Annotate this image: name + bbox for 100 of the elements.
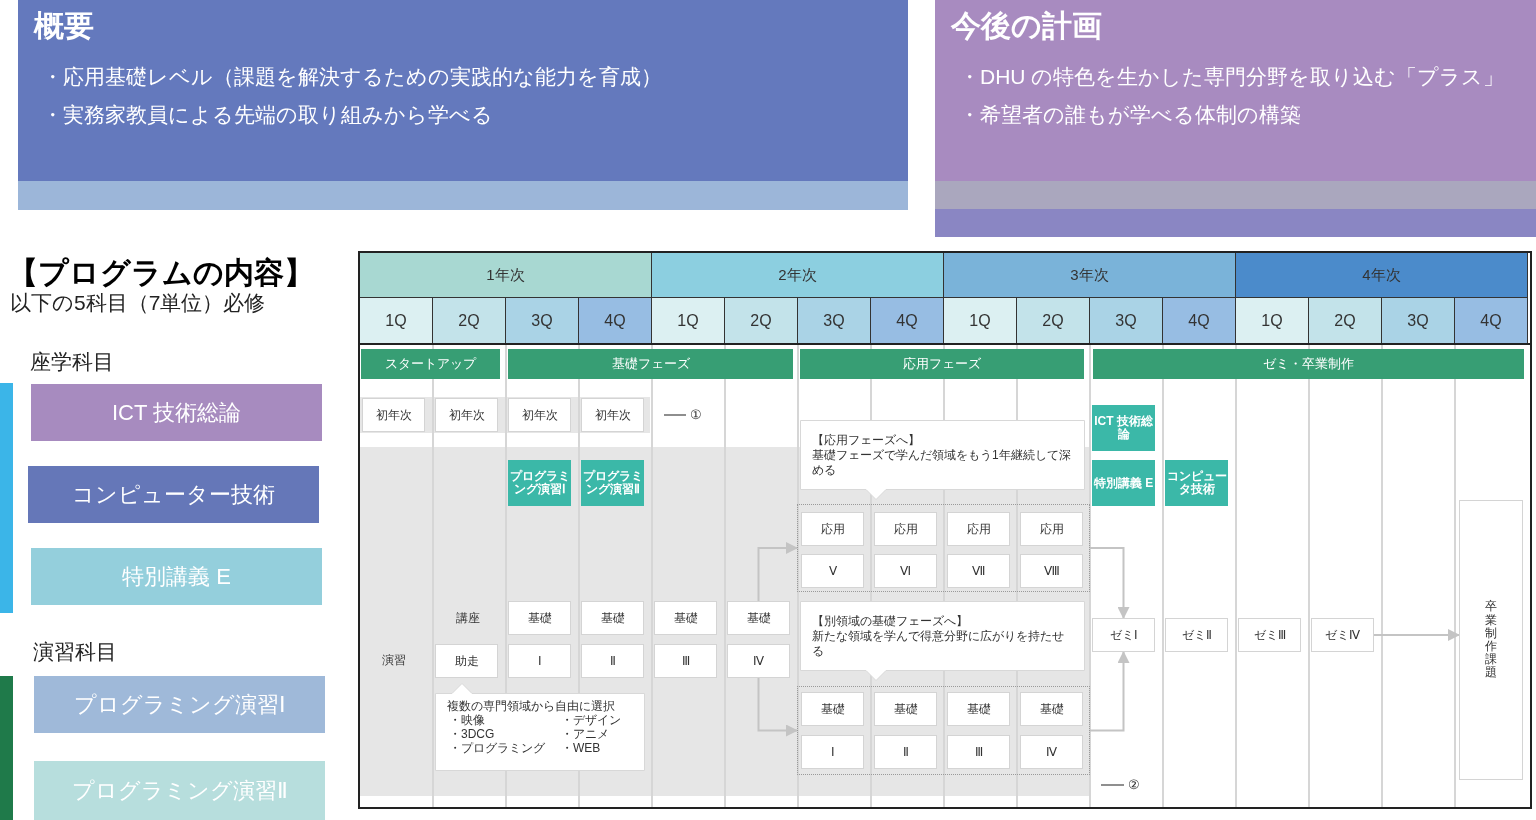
course-box bbox=[1092, 460, 1155, 506]
phase-label: スタートアップ bbox=[385, 355, 476, 374]
quarter-header-cell: 4Q bbox=[1163, 297, 1236, 343]
quarter-header-cell: 1Q bbox=[652, 297, 725, 343]
course-box bbox=[801, 554, 864, 588]
quarter-header-cell: 4Q bbox=[871, 297, 944, 343]
course-box bbox=[508, 601, 571, 635]
course-label: プログラミング演習Ⅰ bbox=[509, 470, 570, 496]
course-box bbox=[581, 398, 644, 432]
callout-text: 複数の専門領域から自由に選択 bbox=[447, 699, 616, 713]
subject-box bbox=[34, 761, 325, 820]
course-box bbox=[362, 398, 425, 432]
bullet-text: ・実務家教員による先端の取り組みから学べる bbox=[41, 102, 494, 128]
dotted-group-frame bbox=[797, 504, 1090, 592]
panel-title: 概要 bbox=[34, 8, 95, 44]
subject-box bbox=[28, 466, 319, 523]
list-item: ・3DCG bbox=[449, 727, 496, 741]
phase-bar bbox=[361, 349, 500, 379]
course-label: Ⅲ bbox=[681, 653, 690, 670]
course-box bbox=[581, 644, 644, 678]
course-box bbox=[874, 554, 937, 588]
course-box bbox=[508, 460, 571, 506]
subject-box bbox=[34, 676, 325, 733]
course-box bbox=[435, 398, 498, 432]
section-subheading: 以下の5科目（7単位）必修 bbox=[10, 290, 267, 316]
quarter-header-cell: 4Q bbox=[579, 297, 652, 343]
course-box bbox=[1311, 618, 1374, 652]
connector-arrow bbox=[1089, 651, 1130, 732]
subject-label: 特別講義 E bbox=[122, 563, 231, 591]
course-label: Ⅰ bbox=[830, 744, 835, 761]
info-panel bbox=[18, 0, 908, 210]
course-box bbox=[1092, 618, 1155, 652]
course-box bbox=[1092, 405, 1155, 451]
course-label: Ⅱ bbox=[609, 653, 616, 670]
course-label: Ⅷ bbox=[1043, 563, 1060, 580]
course-label: 応用 bbox=[966, 521, 991, 538]
course-label: Ⅰ bbox=[537, 653, 542, 670]
course-label: Ⅶ bbox=[972, 563, 985, 580]
course-label: 初年次 bbox=[375, 407, 412, 424]
course-label: 基礎 bbox=[893, 701, 918, 718]
course-box bbox=[874, 512, 937, 546]
course-label: 初年次 bbox=[594, 407, 631, 424]
course-label: Ⅵ bbox=[900, 563, 911, 580]
connector-arrow bbox=[757, 677, 798, 737]
subject-label: プログラミング演習Ⅱ bbox=[71, 777, 288, 805]
course-label: 基礎 bbox=[746, 610, 771, 627]
course-label: Ⅴ bbox=[828, 563, 837, 580]
course-label: Ⅳ bbox=[1046, 744, 1057, 761]
quarter-header-cell: 1Q bbox=[360, 297, 433, 343]
callout-text: 新たな領域を学んで得意分野に広がりを持たせる bbox=[812, 628, 1065, 659]
quarter-header-cell: 3Q bbox=[1090, 297, 1163, 343]
course-box bbox=[947, 554, 1010, 588]
course-box bbox=[801, 512, 864, 546]
subject-label: ICT 技術総論 bbox=[111, 399, 242, 427]
course-label: ゼミⅢ bbox=[1253, 627, 1286, 644]
subject-box bbox=[31, 384, 322, 441]
quarter-header-cell: 3Q bbox=[798, 297, 871, 343]
course-box bbox=[1020, 692, 1083, 726]
course-label: 基礎 bbox=[1039, 701, 1064, 718]
quarter-header-cell: 2Q bbox=[725, 297, 798, 343]
course-label: ICT 技術総論 bbox=[1093, 415, 1154, 441]
course-label: ゼミⅣ bbox=[1325, 627, 1360, 644]
course-label: 初年次 bbox=[521, 407, 558, 424]
phase-bar bbox=[508, 349, 793, 379]
quarter-header-cell: 4Q bbox=[1455, 297, 1528, 343]
course-label: 助走 bbox=[454, 653, 479, 670]
info-panel bbox=[935, 0, 1536, 237]
vertical-label: 卒業制作課題 bbox=[1485, 600, 1497, 680]
course-box bbox=[1165, 618, 1228, 652]
quarter-header-cell: 1Q bbox=[944, 297, 1017, 343]
course-label: Ⅲ bbox=[974, 744, 983, 761]
course-label: Ⅳ bbox=[753, 653, 764, 670]
subject-label: コンピューター技術 bbox=[72, 481, 275, 509]
course-box bbox=[1459, 500, 1523, 780]
quarter-header-cell: 1Q bbox=[1236, 297, 1309, 343]
category-heading: 演習科目 bbox=[33, 639, 118, 665]
year-header-cell: 3年次 bbox=[944, 253, 1236, 297]
course-box bbox=[1165, 460, 1228, 506]
panel-title: 今後の計画 bbox=[951, 8, 1103, 44]
phase-label: ゼミ・卒業制作 bbox=[1263, 355, 1354, 374]
course-box bbox=[874, 735, 937, 769]
course-label: 初年次 bbox=[448, 407, 485, 424]
course-label: ゼミⅡ bbox=[1181, 627, 1212, 644]
course-box bbox=[581, 460, 644, 506]
course-label: 基礎 bbox=[527, 610, 552, 627]
course-label: 基礎 bbox=[820, 701, 845, 718]
course-label: 基礎 bbox=[673, 610, 698, 627]
course-box bbox=[727, 644, 790, 678]
leader-line bbox=[1100, 784, 1125, 786]
course-box bbox=[654, 601, 717, 635]
connector-arrow bbox=[1089, 547, 1130, 619]
subject-label: プログラミング演習Ⅰ bbox=[74, 691, 285, 719]
bullet-text: ・応用基礎レベル（課題を解決するための実践的な能力を育成） bbox=[41, 64, 663, 90]
course-box bbox=[508, 644, 571, 678]
list-item: ・アニメ bbox=[561, 727, 610, 741]
course-box bbox=[947, 692, 1010, 726]
subject-box bbox=[31, 548, 322, 605]
course-label: 応用 bbox=[820, 521, 845, 538]
course-label: Ⅱ bbox=[902, 744, 909, 761]
quarter-header-cell: 2Q bbox=[1309, 297, 1382, 343]
